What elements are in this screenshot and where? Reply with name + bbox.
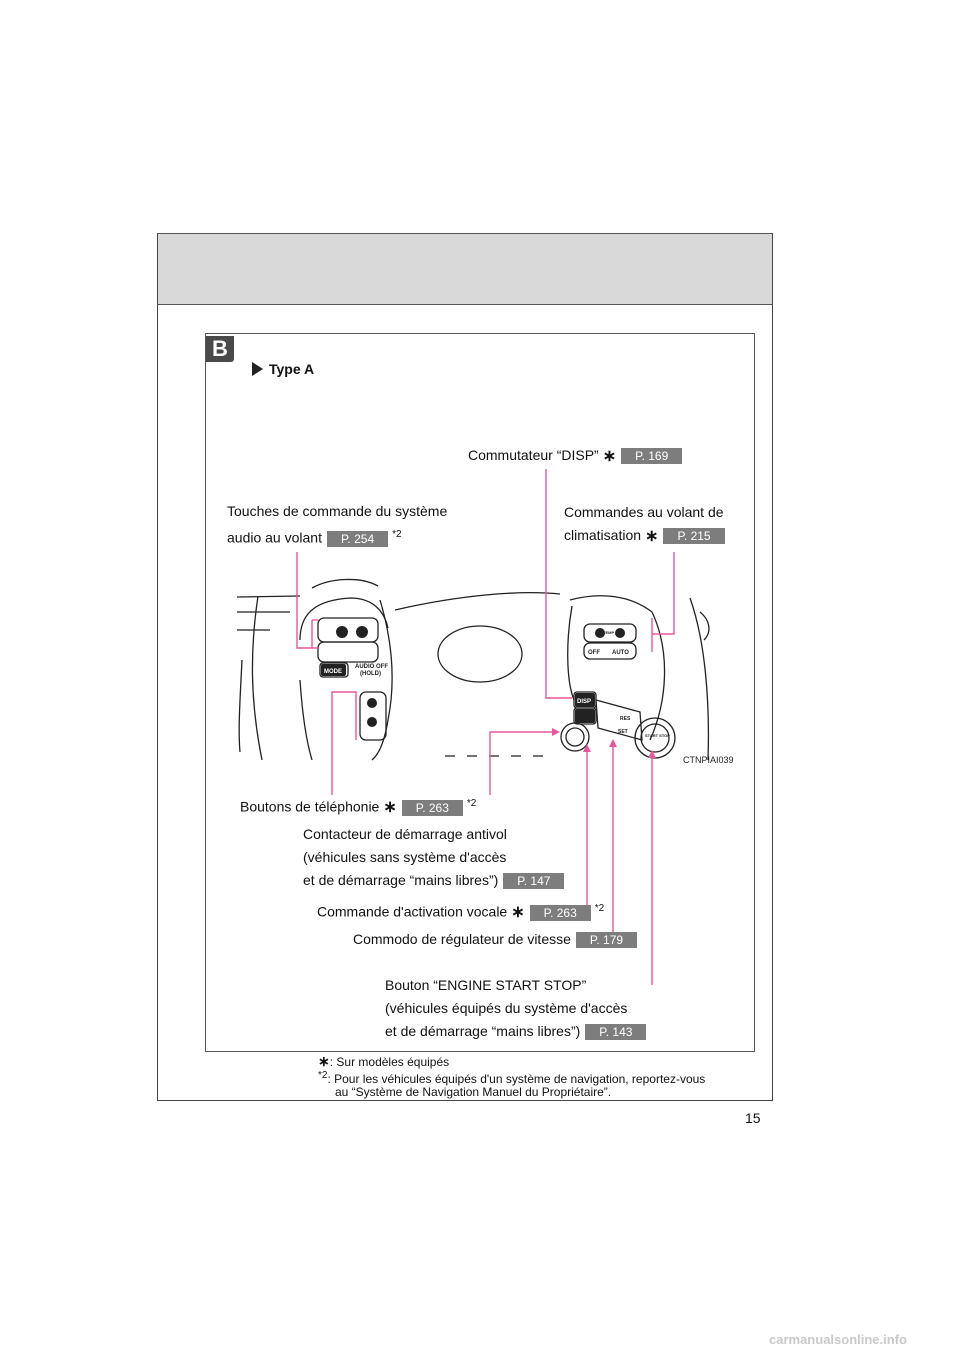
svg-text:RES: RES — [620, 716, 631, 722]
page-rule-left — [157, 233, 158, 1101]
callout-climate: Commandes au volant de climatisation∗P. … — [564, 504, 725, 545]
footnote-2: *2: Pour les véhicules équipés d'un syst… — [318, 1070, 706, 1099]
footnote-marker: *2 — [318, 1070, 328, 1081]
asterisk-icon: ∗ — [511, 904, 525, 922]
disp-text: DISP — [577, 699, 591, 705]
callout-phone: Boutons de téléphonie∗P. 263*2 — [240, 798, 477, 817]
page-ref-badge: P. 143 — [585, 1024, 647, 1041]
phone-pickup-icon — [367, 698, 377, 708]
mode-text: MODE — [324, 669, 342, 675]
triangle-arrow-icon — [252, 362, 263, 376]
footnote-marker: *2 — [594, 903, 605, 914]
illustration-code: CTNPIAI039 — [683, 755, 734, 765]
dash-line-left — [236, 595, 301, 598]
voice-icon — [575, 709, 595, 723]
asterisk-icon: ∗ — [645, 527, 659, 545]
type-label-text: Type A — [269, 361, 315, 377]
page-rule-right — [772, 233, 773, 1101]
page-rule-bottom — [157, 1100, 773, 1101]
section-badge: B — [206, 336, 234, 362]
page-ref-badge: P. 169 — [621, 448, 683, 465]
callout-disp: Commutateur “DISP”∗P. 169 — [468, 444, 683, 468]
leader-lines — [296, 469, 675, 985]
callout-engine: Bouton “ENGINE START STOP” (véhicules éq… — [385, 974, 647, 1043]
svg-text:SET: SET — [618, 729, 628, 735]
asterisk-icon: ∗ — [383, 799, 397, 817]
callout-ignition: Contacteur de démarrage antivol (véhicul… — [303, 823, 565, 892]
footnote-marker: *2 — [466, 798, 477, 809]
callout-audio: Touches de commande du système audio au … — [227, 503, 448, 547]
page-number: 15 — [745, 1110, 761, 1126]
svg-text:AUTO: AUTO — [612, 650, 629, 656]
callout-voice: Commande d'activation vocale∗P. 263*2 — [317, 903, 605, 922]
page-ref-badge: P. 254 — [326, 530, 389, 547]
page-ref-badge: P. 179 — [575, 932, 638, 949]
svg-text:START STOP: START STOP — [645, 733, 670, 738]
asterisk-icon: ∗ — [318, 1053, 330, 1069]
footnote-1: ∗: Sur modèles équipés — [318, 1053, 450, 1069]
footnote-marker: *2 — [392, 529, 402, 540]
page-ref-badge: P. 147 — [503, 873, 565, 890]
svg-text:TEMP: TEMP — [603, 630, 614, 635]
volume-up-icon — [356, 626, 368, 638]
phone-hangup-icon — [367, 717, 377, 727]
svg-text:(HOLD): (HOLD) — [360, 671, 381, 677]
page-ref-badge: P. 263 — [529, 904, 591, 921]
center-hub — [437, 625, 523, 683]
header-band — [157, 233, 773, 305]
type-label: Type A — [252, 361, 314, 377]
svg-text:OFF: OFF — [588, 650, 600, 656]
page-ref-badge: P. 215 — [663, 528, 725, 545]
volume-down-icon — [336, 626, 348, 638]
page-ref-badge: P. 263 — [401, 799, 463, 816]
svg-text:AUDIO OFF: AUDIO OFF — [355, 664, 388, 670]
watermark: carmanualsonline.info — [769, 1332, 907, 1347]
asterisk-icon: ∗ — [602, 447, 617, 465]
